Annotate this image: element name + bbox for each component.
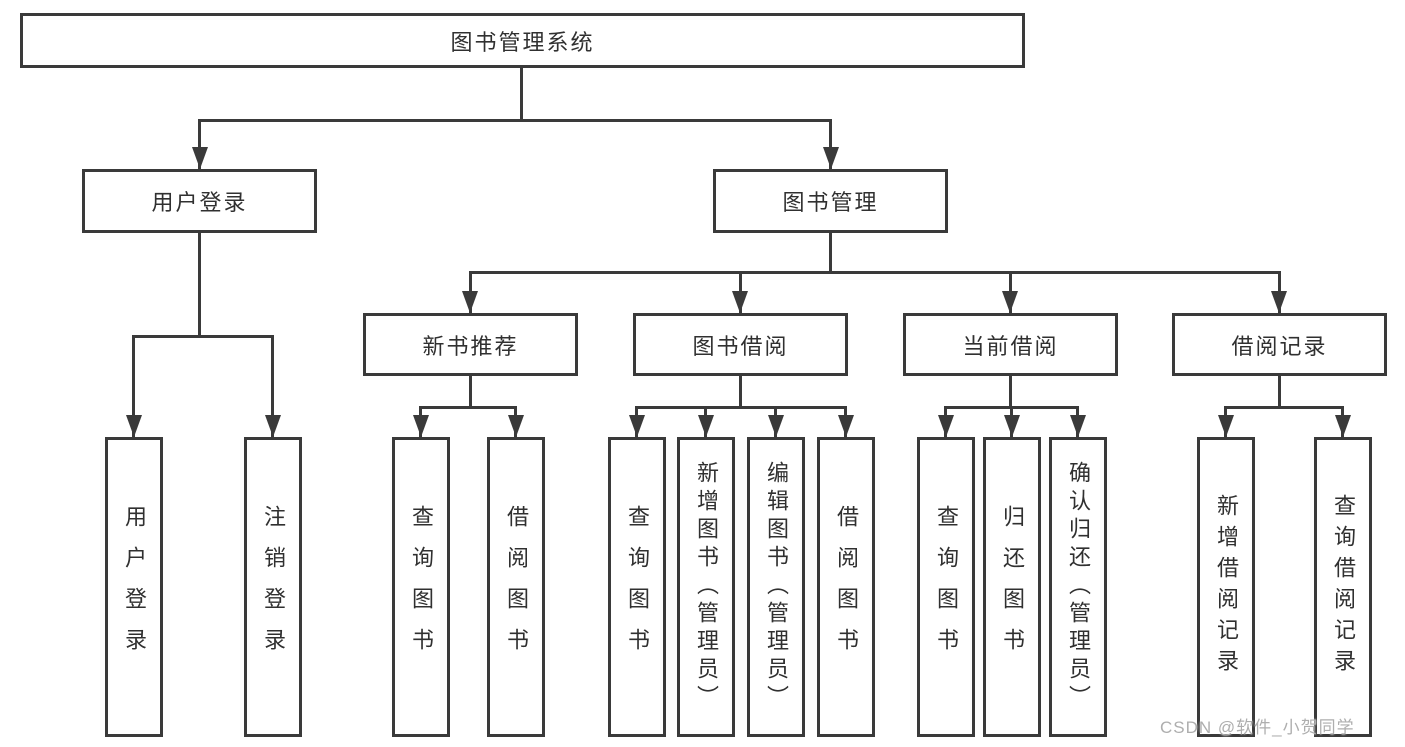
node-label: 借阅图书 <box>834 505 859 669</box>
node-confirm-return-admin: 确认归还（管理员） <box>1049 437 1107 737</box>
node-add-borrow-record: 新增借阅记录 <box>1197 437 1255 737</box>
arrowhead <box>732 291 748 313</box>
connector-line <box>271 335 274 437</box>
node-return-books: 归还图书 <box>983 437 1041 737</box>
arrowhead <box>1271 291 1287 313</box>
connector-line <box>198 119 201 169</box>
node-label: 查询图书 <box>409 505 434 669</box>
node-label: 用户登录 <box>151 190 248 215</box>
node-newbook-borrow-books: 借阅图书 <box>487 437 545 737</box>
node-borrowing-records: 借阅记录 <box>1172 313 1387 376</box>
connector-line <box>520 66 523 122</box>
node-label: 编辑图书（管理员） <box>764 461 789 713</box>
node-current-query-books: 查询图书 <box>917 437 975 737</box>
node-label: 新书推荐 <box>422 333 519 359</box>
node-newbook-query-books: 查询图书 <box>392 437 450 737</box>
connector-line <box>1009 376 1012 408</box>
arrowhead <box>192 147 208 169</box>
node-borrowing-query-books: 查询图书 <box>608 437 666 737</box>
node-label: 借阅图书 <box>504 505 529 669</box>
node-book-management: 图书管理 <box>713 169 948 233</box>
node-edit-books-admin: 编辑图书（管理员） <box>747 437 805 737</box>
arrowhead <box>698 415 714 437</box>
connector-line <box>419 406 517 409</box>
node-query-borrow-record: 查询借阅记录 <box>1314 437 1372 737</box>
node-label: 图书管理系统 <box>450 29 595 55</box>
connector-line <box>132 335 135 437</box>
connector-line <box>198 119 832 122</box>
node-label: 用户登录 <box>122 505 147 669</box>
arrowhead <box>838 415 854 437</box>
connector-line <box>469 376 472 408</box>
connector-line <box>739 376 742 408</box>
connector-line <box>829 119 832 169</box>
node-label: 注销登录 <box>261 505 286 669</box>
node-borrowing-borrow-books: 借阅图书 <box>817 437 875 737</box>
connector-line <box>829 233 832 274</box>
node-login: 用户登录 <box>105 437 163 737</box>
node-user-login: 用户登录 <box>82 169 317 233</box>
connector-line <box>469 271 1281 274</box>
arrowhead <box>768 415 784 437</box>
node-label: 借阅记录 <box>1231 333 1328 359</box>
arrowhead <box>126 415 142 437</box>
node-library-management-system: 图书管理系统 <box>20 13 1025 68</box>
arrowhead <box>938 415 954 437</box>
arrowhead <box>629 415 645 437</box>
node-logout: 注销登录 <box>244 437 302 737</box>
node-label: 新增图书（管理员） <box>694 461 719 713</box>
arrowhead <box>1335 415 1351 437</box>
node-label: 当前借阅 <box>962 333 1059 359</box>
node-label: 确认归还（管理员） <box>1066 461 1091 713</box>
node-new-book-recommendation: 新书推荐 <box>363 313 578 376</box>
node-label: 查询借阅记录 <box>1331 494 1356 680</box>
node-book-borrowing: 图书借阅 <box>633 313 848 376</box>
arrowhead <box>823 147 839 169</box>
node-current-borrowing: 当前借阅 <box>903 313 1118 376</box>
arrowhead <box>1002 291 1018 313</box>
arrowhead <box>508 415 524 437</box>
node-add-books-admin: 新增图书（管理员） <box>677 437 735 737</box>
arrowhead <box>265 415 281 437</box>
connector-line <box>1224 406 1344 409</box>
connector-line <box>1278 376 1281 408</box>
arrowhead <box>413 415 429 437</box>
connector-line <box>198 233 201 338</box>
connector-line <box>132 335 274 338</box>
csdn-watermark: CSDN @软件_小贺同学 <box>1160 718 1355 737</box>
arrowhead <box>1004 415 1020 437</box>
node-label: 归还图书 <box>1000 505 1025 669</box>
node-label: 新增借阅记录 <box>1214 494 1239 680</box>
arrowhead <box>1218 415 1234 437</box>
node-label: 图书借阅 <box>692 333 789 359</box>
arrowhead <box>1070 415 1086 437</box>
node-label: 图书管理 <box>782 190 879 215</box>
connector-line <box>635 406 847 409</box>
node-label: 查询图书 <box>625 505 650 669</box>
node-label: 查询图书 <box>934 505 959 669</box>
arrowhead <box>462 291 478 313</box>
